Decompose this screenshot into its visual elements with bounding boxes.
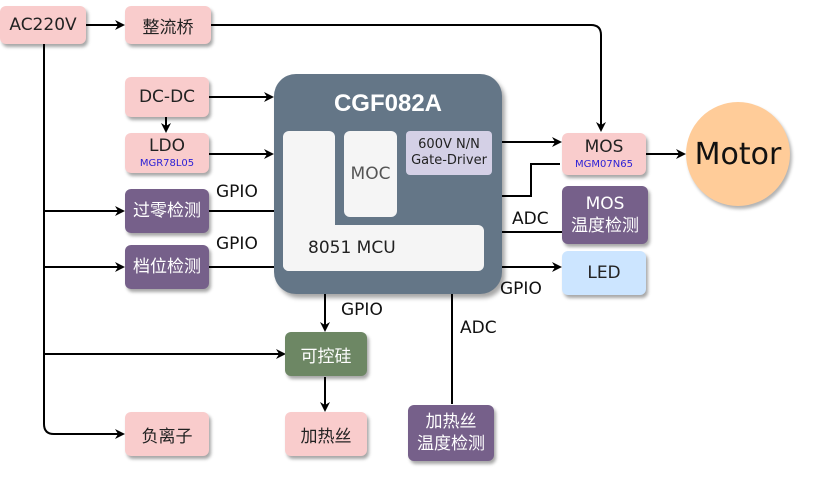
mcu-core-horizontal — [283, 225, 484, 271]
gate-driver-block: 600V N/N Gate-Driver — [406, 131, 492, 175]
mcu-core-label: 8051 MCU — [308, 238, 396, 258]
gate-driver-line1: 600V N/N — [418, 137, 480, 152]
led-node: LED — [562, 251, 646, 295]
ldo-label: LDO — [149, 136, 185, 156]
heater-temp-line2: 温度检测 — [417, 434, 485, 454]
ldo-node: LDO MGR78L05 — [125, 133, 209, 173]
mos-temp-node: MOS 温度检测 — [562, 186, 648, 244]
heater-node: 加热丝 — [285, 412, 367, 456]
mos-part-number: MGM07N65 — [575, 159, 633, 170]
ldo-part-number: MGR78L05 — [139, 158, 195, 169]
mcu-title: CGF082A — [333, 90, 443, 117]
label-gpio-thyristor: GPIO — [341, 300, 383, 320]
zero-cross-node: 过零检测 — [125, 189, 209, 233]
label-gpio-zero: GPIO — [216, 182, 258, 202]
label-gpio-gear: GPIO — [216, 234, 258, 254]
gate-driver-line2: Gate-Driver — [411, 153, 487, 168]
mos-temp-line1: MOS — [585, 194, 625, 214]
gear-detect-node: 档位检测 — [125, 245, 209, 289]
mos-label: MOS — [584, 137, 624, 157]
heater-temp-line1: 加热丝 — [425, 412, 477, 432]
anion-node: 负离子 — [125, 412, 209, 456]
mos-temp-line2: 温度检测 — [571, 216, 639, 236]
heater-temp-node: 加热丝 温度检测 — [408, 405, 494, 461]
wire-ac-trunk — [43, 44, 125, 439]
label-gpio-led: GPIO — [500, 279, 542, 299]
dcdc-node: DC-DC — [125, 77, 209, 117]
motor-node: Motor — [686, 102, 790, 206]
label-adc-heater: ADC — [460, 318, 497, 338]
ac220v-node: AC220V — [0, 6, 86, 44]
moc-block: MOC — [344, 131, 397, 217]
wire-rectifier-mos — [211, 24, 606, 132]
mos-node: MOS MGM07N65 — [562, 133, 646, 175]
rectifier-node: 整流桥 — [125, 6, 211, 44]
label-adc-mos: ADC — [512, 209, 549, 229]
thyristor-node: 可控硅 — [285, 332, 367, 376]
